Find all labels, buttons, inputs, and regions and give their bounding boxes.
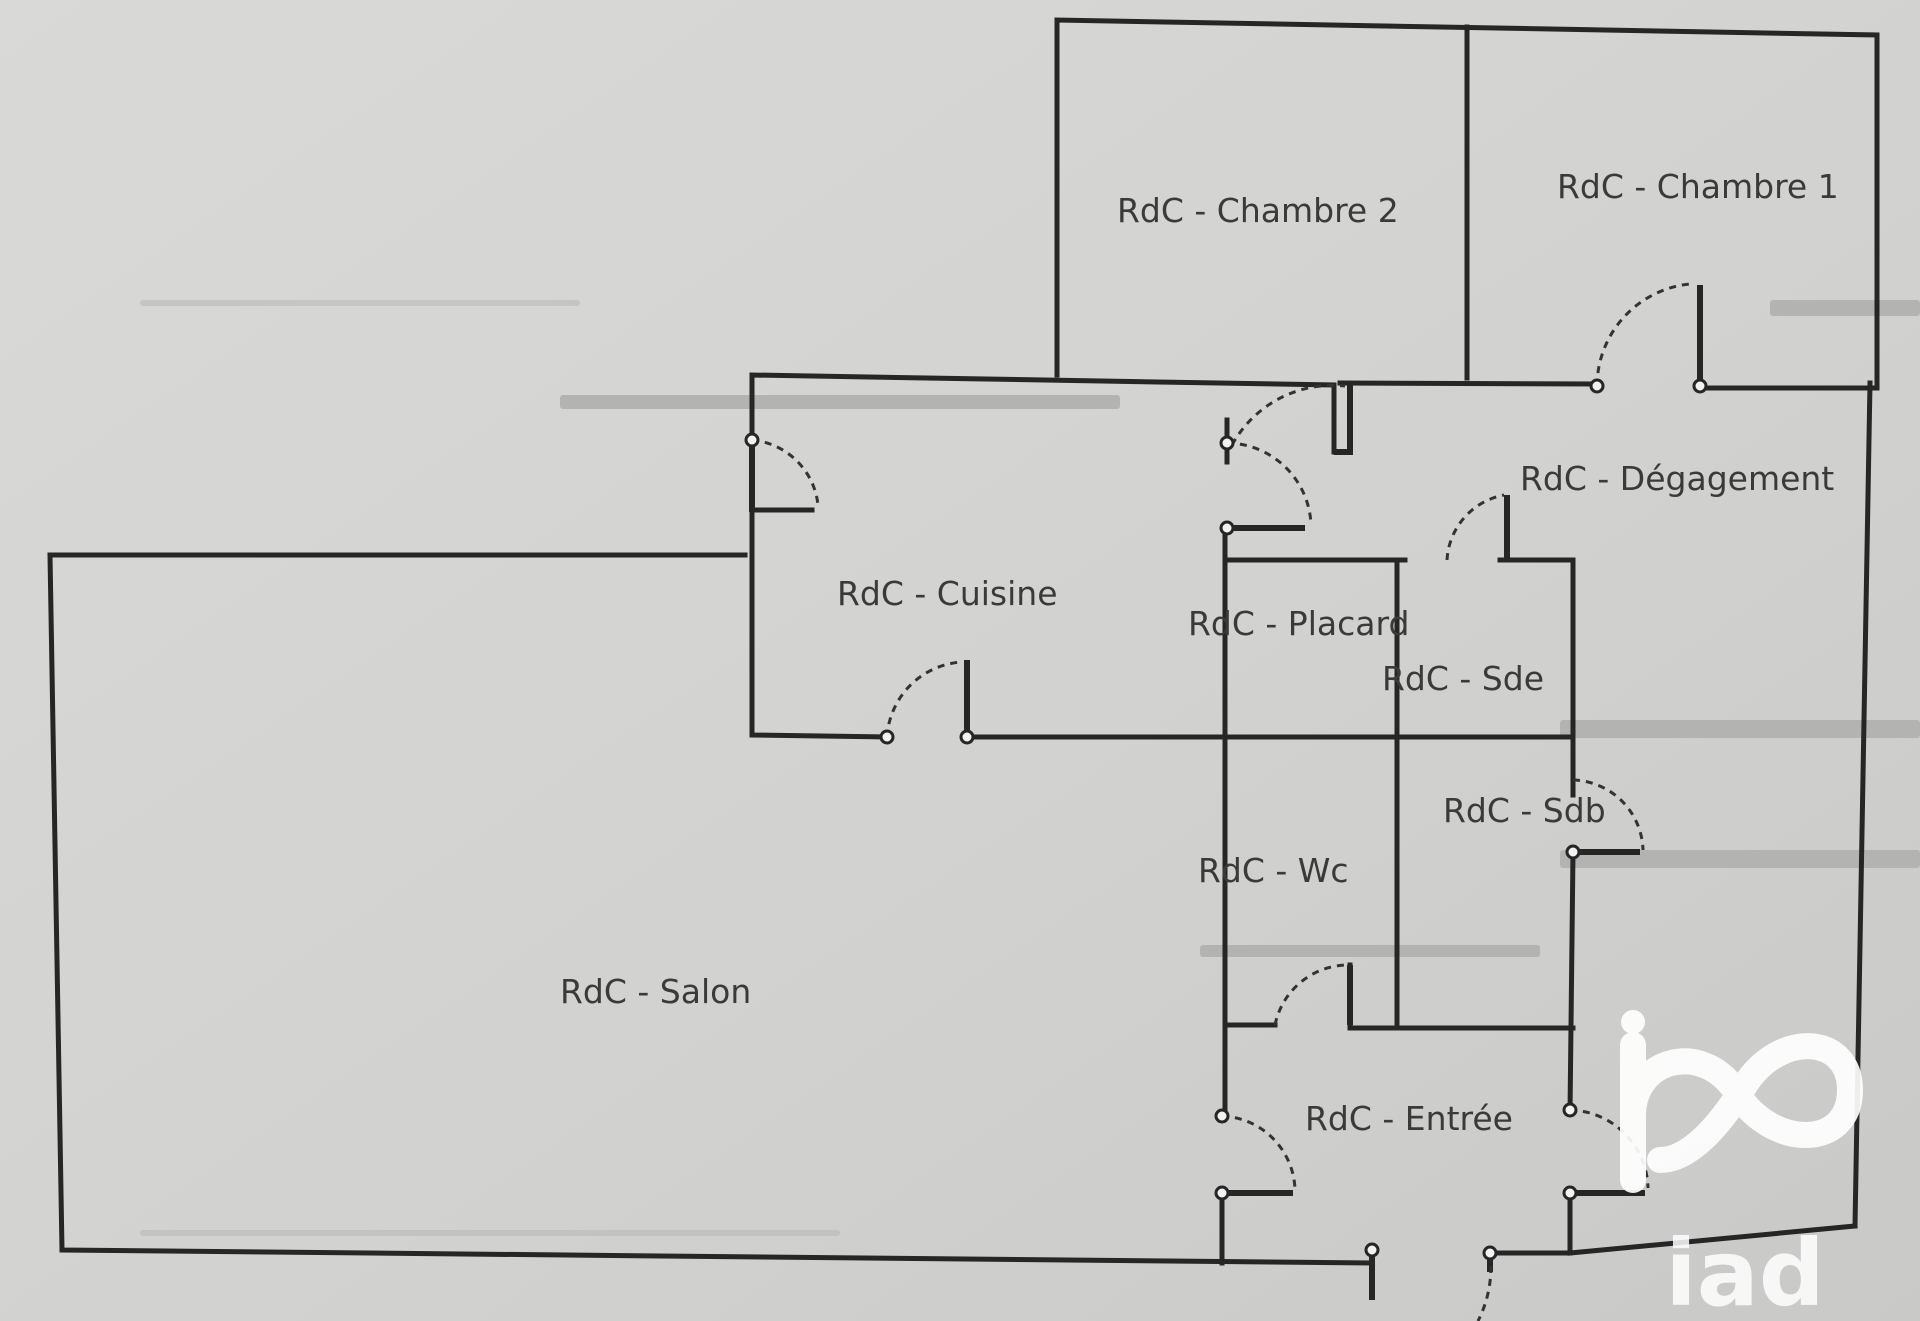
room-label-wc: RdC - Wc (1198, 851, 1349, 890)
door-entree-right (1562, 1102, 1650, 1201)
room-label-cuisine: RdC - Cuisine (837, 574, 1058, 613)
paper-show-through (140, 300, 1920, 1236)
cuisine-wall-left-lower (749, 507, 890, 740)
room-label-degagement: RdC - Dégagement (1520, 459, 1834, 498)
sdb-wall-right (1567, 849, 1576, 1116)
iad-logo: iad (1620, 1010, 1863, 1321)
door-cuisine-corridor (1219, 435, 1313, 536)
cuisine-wall-top (749, 372, 1337, 455)
sde-wall (1497, 557, 1576, 740)
door-sde (1445, 493, 1510, 561)
room-labels: RdC - Chambre 2 RdC - Chambre 1 RdC - Dé… (560, 167, 1839, 1138)
exterior-wall-bottom-right (1567, 1223, 1858, 1256)
logo-mark (1620, 1032, 1863, 1193)
room-label-chambre2: RdC - Chambre 2 (1117, 191, 1399, 230)
room-label-entree: RdC - Entrée (1305, 1099, 1513, 1138)
room-label-salon: RdC - Salon (560, 972, 751, 1011)
door-sdb (1565, 778, 1645, 860)
walls (47, 17, 1880, 1266)
chambre1-front-wall-left (1337, 380, 1600, 387)
door-chambre1 (1589, 282, 1708, 394)
door-cuisine-salon (879, 660, 975, 745)
door-front-entrance (1364, 1242, 1498, 1321)
room-label-placard: RdC - Placard (1188, 604, 1409, 643)
logo-text: iad (1665, 1220, 1824, 1321)
door-chambre2 (1230, 383, 1353, 455)
salon-wall (47, 552, 1373, 1266)
logo-dot (1621, 1010, 1645, 1034)
door-cuisine-left (744, 432, 820, 512)
room-label-sde: RdC - Sde (1382, 659, 1544, 698)
room-label-sdb: RdC - Sdb (1443, 791, 1606, 830)
doors (744, 282, 1708, 1321)
door-wc (1273, 963, 1353, 1026)
room-label-chambre1: RdC - Chambre 1 (1557, 167, 1839, 206)
door-entree-salon (1214, 1108, 1297, 1201)
